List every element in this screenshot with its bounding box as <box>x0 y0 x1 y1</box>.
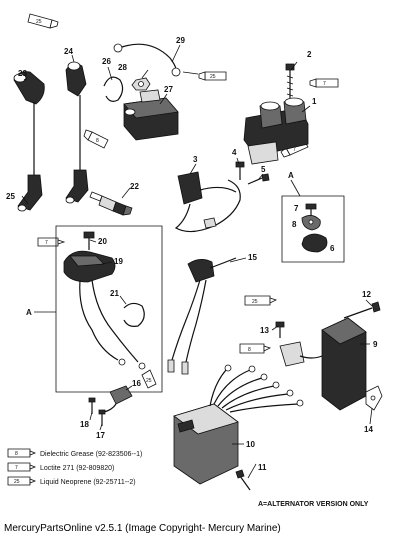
callout-15: 15 <box>248 253 257 262</box>
legend-item-liquid-neoprene: 25 Liquid Neoprene (92-25711--2) <box>7 476 136 486</box>
callout-leaders <box>21 44 373 479</box>
ignition-coil-part-1 <box>243 97 309 165</box>
trigger-harness-part-15 <box>167 257 237 375</box>
clip-part-26 <box>103 76 124 102</box>
screw-part-2 <box>285 63 295 104</box>
callout-12: 12 <box>362 290 371 299</box>
callout-2: 2 <box>307 50 312 59</box>
screw-part-12 <box>343 301 381 319</box>
ground-lead-part-29 <box>113 43 199 77</box>
cdm-module-part-10 <box>173 364 304 485</box>
image-caption: MercuryPartsOnline v2.5.1 (Image Copyrig… <box>4 523 281 534</box>
screw-part-13 <box>275 321 285 338</box>
bracket-part-14 <box>365 385 383 411</box>
callout-5: 5 <box>261 165 266 174</box>
svg-text:Loctite 271 (92-809820): Loctite 271 (92-809820) <box>40 465 114 472</box>
callout-3: 3 <box>193 155 198 164</box>
bolt-part-20 <box>83 231 95 250</box>
callout-13: 13 <box>260 326 269 335</box>
sealant-tube-25-top: 25 <box>27 13 59 29</box>
callout-22: 22 <box>130 182 139 191</box>
svg-text:Dielectric Grease (92-823506--: Dielectric Grease (92-823506--1) <box>40 451 142 458</box>
sealant-tube-25-lead: 25 <box>198 71 227 81</box>
wire-harness-part-3 <box>174 171 241 233</box>
nut-part-28 <box>131 77 151 91</box>
callout-6: 6 <box>330 244 335 253</box>
callout-10: 10 <box>246 440 255 449</box>
svg-text:8: 8 <box>248 347 251 353</box>
callout-24: 24 <box>64 47 73 56</box>
callout-18: 18 <box>80 420 89 429</box>
power-pack-part-9 <box>279 317 367 411</box>
detail-label-a-right: A <box>288 171 294 180</box>
svg-text:25: 25 <box>252 299 258 305</box>
spark-plug-lead-part-23 <box>13 71 45 212</box>
callout-28: 28 <box>118 63 127 72</box>
legend-item-loctite: 7 Loctite 271 (92-809820) <box>7 462 114 472</box>
callout-4: 4 <box>232 148 237 157</box>
callout-20: 20 <box>98 237 107 246</box>
callout-16: 16 <box>132 379 141 388</box>
sealant-tube-8-boot: 8 <box>83 129 109 149</box>
ignition-coil-part-27 <box>123 89 179 141</box>
sealant-tube-8-terminal: 8 <box>239 343 272 354</box>
ground-strap-part-16 <box>103 385 133 413</box>
screw-part-17 <box>98 409 106 426</box>
alternator-note: A=ALTERNATOR VERSION ONLY <box>258 501 369 508</box>
callout-27: 27 <box>164 85 173 94</box>
exploded-parts-diagram: 25 25 7 7 7 8 25 8 25 <box>6 13 383 508</box>
callout-11: 11 <box>258 463 267 472</box>
legend-item-dielectric-grease: 8 Dielectric Grease (92-823506--1) <box>7 448 142 458</box>
callout-8: 8 <box>292 220 297 229</box>
callout-7: 7 <box>294 204 299 213</box>
screw-part-18 <box>88 397 96 414</box>
svg-text:25: 25 <box>210 74 216 80</box>
svg-text:7: 7 <box>45 240 48 246</box>
svg-text:7: 7 <box>15 465 18 471</box>
detail-label-a-left: A <box>26 308 32 317</box>
sealant-tube-7-screw: 7 <box>309 78 339 88</box>
callout-14: 14 <box>364 425 373 434</box>
screw-part-5 <box>247 173 270 185</box>
svg-text:25: 25 <box>14 479 20 485</box>
sealant-tube-25-pack: 25 <box>244 295 278 306</box>
alternator-detail-a-left <box>55 225 163 393</box>
svg-text:7: 7 <box>323 81 326 87</box>
legend: 8 Dielectric Grease (92-823506--1) 7 Loc… <box>7 448 142 486</box>
svg-text:8: 8 <box>15 451 18 457</box>
callout-9: 9 <box>373 340 378 349</box>
spark-plug-lead-part-24 <box>65 61 89 204</box>
sealant-tube-7-bracket: 7 <box>37 237 66 247</box>
callout-25: 25 <box>6 192 15 201</box>
screw-part-4 <box>235 161 245 180</box>
sealant-tube-25-ground: 25 <box>141 369 157 389</box>
alternator-detail-a-right <box>281 195 345 263</box>
svg-text:25: 25 <box>146 378 152 384</box>
callout-23: 23 <box>18 69 27 78</box>
callout-26: 26 <box>102 57 111 66</box>
spark-plug-part-22 <box>89 191 133 216</box>
svg-text:25: 25 <box>36 19 42 25</box>
callout-19: 19 <box>114 257 123 266</box>
screw-part-11 <box>235 469 251 491</box>
svg-text:8: 8 <box>96 138 99 144</box>
callout-1: 1 <box>312 97 317 106</box>
callout-21: 21 <box>110 289 119 298</box>
callout-17: 17 <box>96 431 105 440</box>
svg-text:7: 7 <box>293 147 296 153</box>
svg-text:Liquid Neoprene (92-25711--2): Liquid Neoprene (92-25711--2) <box>40 479 136 486</box>
callout-29: 29 <box>176 36 185 45</box>
